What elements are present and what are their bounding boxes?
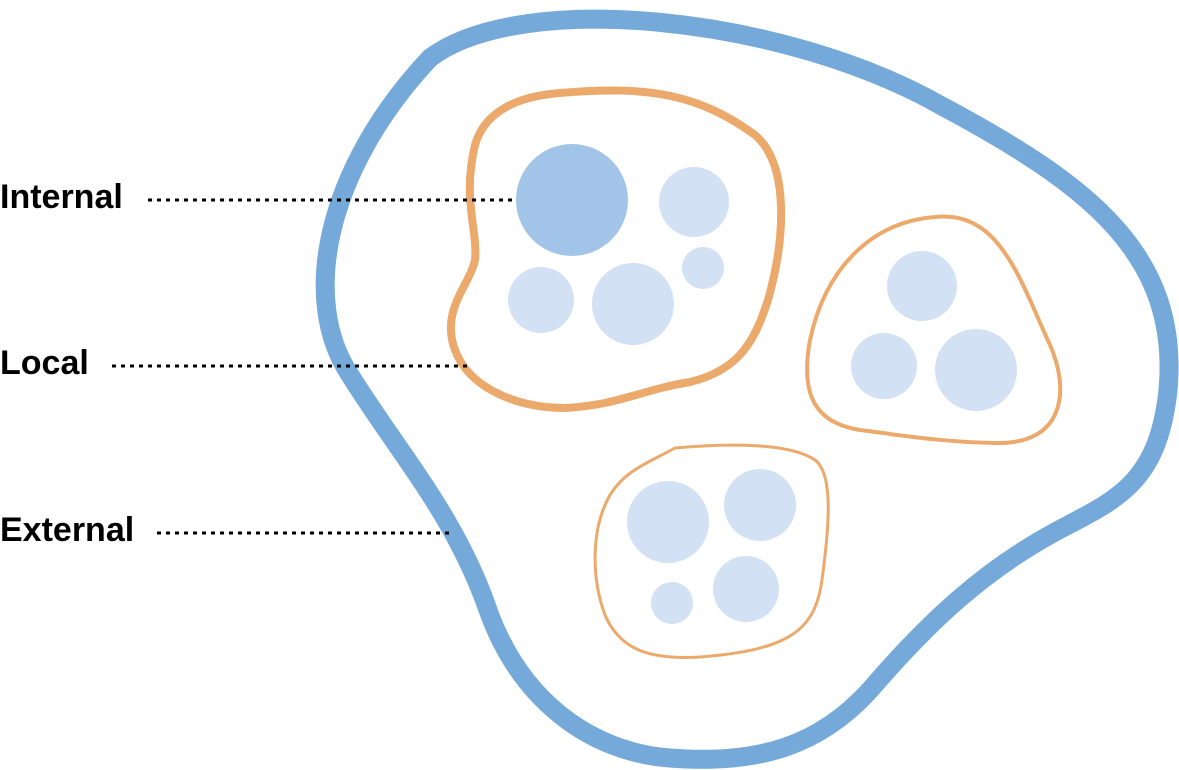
- local-group-right: [805, 214, 1063, 446]
- internal-node-highlight: [516, 144, 628, 256]
- internal-node: [651, 582, 693, 624]
- internal-label: Internal: [0, 178, 123, 216]
- internal-node: [682, 247, 724, 289]
- internal-node: [851, 333, 917, 399]
- external-boundary: [315, 9, 1179, 769]
- internal-node: [508, 267, 574, 333]
- internal-node: [724, 469, 796, 541]
- internal-node: [592, 263, 674, 345]
- local-label: Local: [0, 344, 89, 382]
- local-group-bottom: [593, 443, 830, 659]
- internal-node: [887, 251, 957, 321]
- internal-node: [627, 481, 709, 563]
- internal-node: [713, 556, 779, 622]
- internal-node: [935, 329, 1017, 411]
- internal-node: [659, 167, 729, 237]
- external-label: External: [0, 511, 134, 549]
- local-group-primary: [446, 86, 786, 412]
